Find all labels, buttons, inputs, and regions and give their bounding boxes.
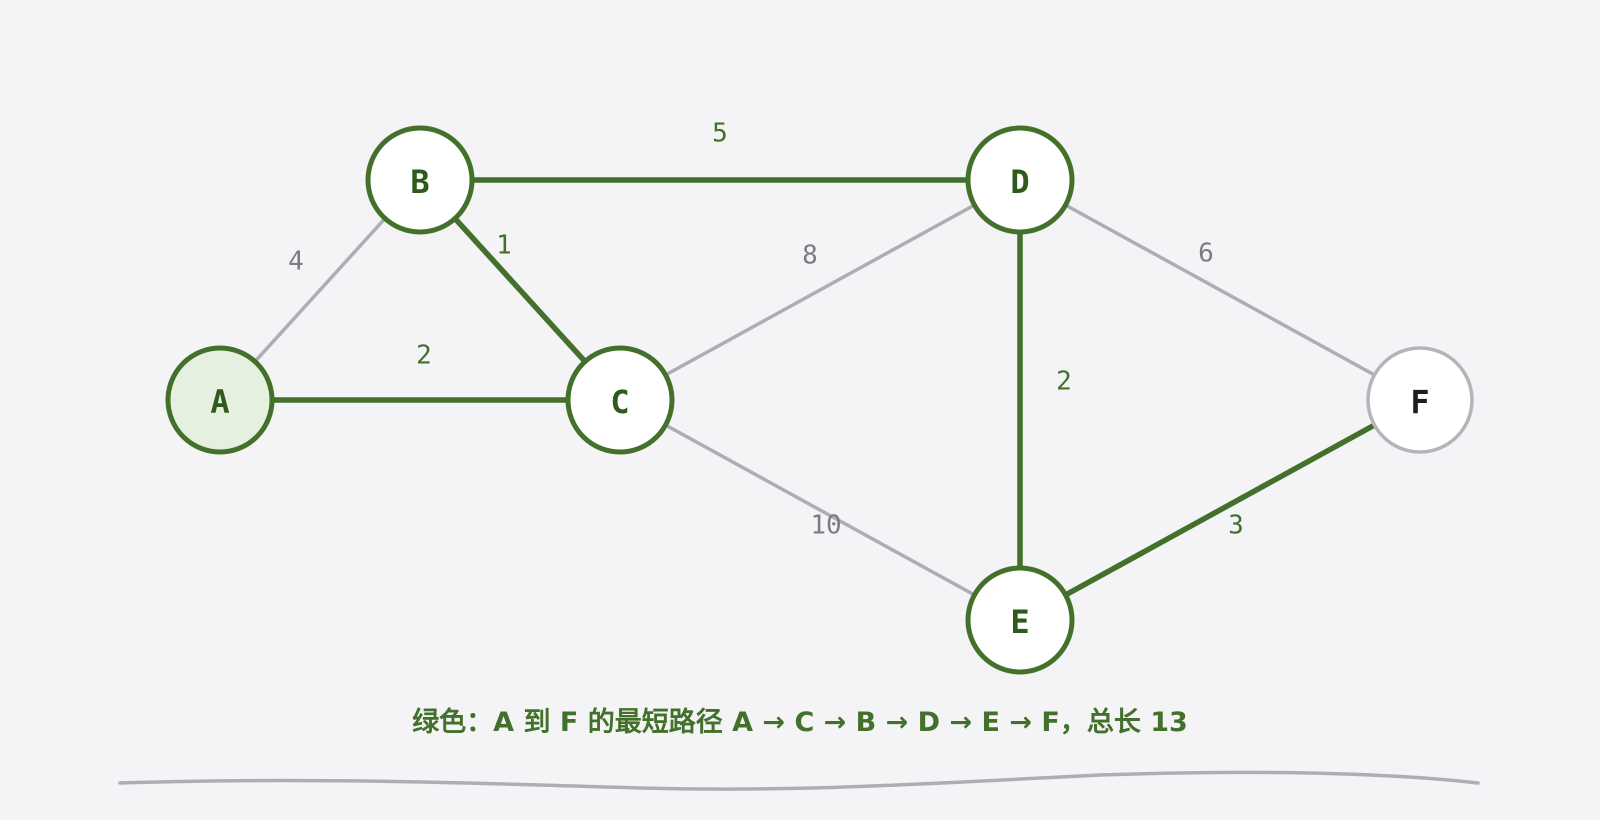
node-e: E [965,565,1075,675]
node-f: F [1366,346,1474,454]
node-circle-b [365,125,475,235]
edge-weight-c-d: 8 [802,241,818,271]
node-circle-a [165,345,275,455]
edge-weight-d-e: 2 [1056,367,1072,397]
node-b: B [365,125,475,235]
edge-e-f [1018,397,1422,623]
edge-d-f [1019,178,1421,402]
edge-c-d [619,178,1021,402]
node-d: D [965,125,1075,235]
node-label-b: B [410,163,429,201]
node-a: A [165,345,275,455]
edges-layer [218,177,1422,623]
node-label-f: F [1410,383,1429,421]
path-caption: 绿色：A 到 F 的最短路径 A → C → B → D → E → F，总长 … [412,707,1188,738]
edge-weight-a-b: 4 [288,247,304,277]
edge-weight-e-f: 3 [1228,511,1244,541]
node-circle-f [1366,346,1474,454]
node-circle-c [565,345,675,455]
node-c: C [565,345,675,455]
edge-weight-a-c: 2 [416,341,432,371]
node-label-a: A [210,383,229,421]
edge-c-e [619,398,1021,622]
edge-weights-layer: 4 2 1 5 8 10 2 6 3 [288,119,1244,541]
node-label-e: E [1010,603,1029,641]
nodes-layer: A B C D E F [165,125,1474,675]
edge-weight-b-c: 1 [496,231,512,261]
edge-weight-d-f: 6 [1198,239,1214,269]
edge-weight-b-d: 5 [712,119,728,149]
node-circle-e [965,565,1075,675]
node-label-d: D [1010,163,1029,201]
node-label-c: C [610,383,629,421]
edge-weight-c-e: 10 [810,511,841,541]
node-circle-d [965,125,1075,235]
